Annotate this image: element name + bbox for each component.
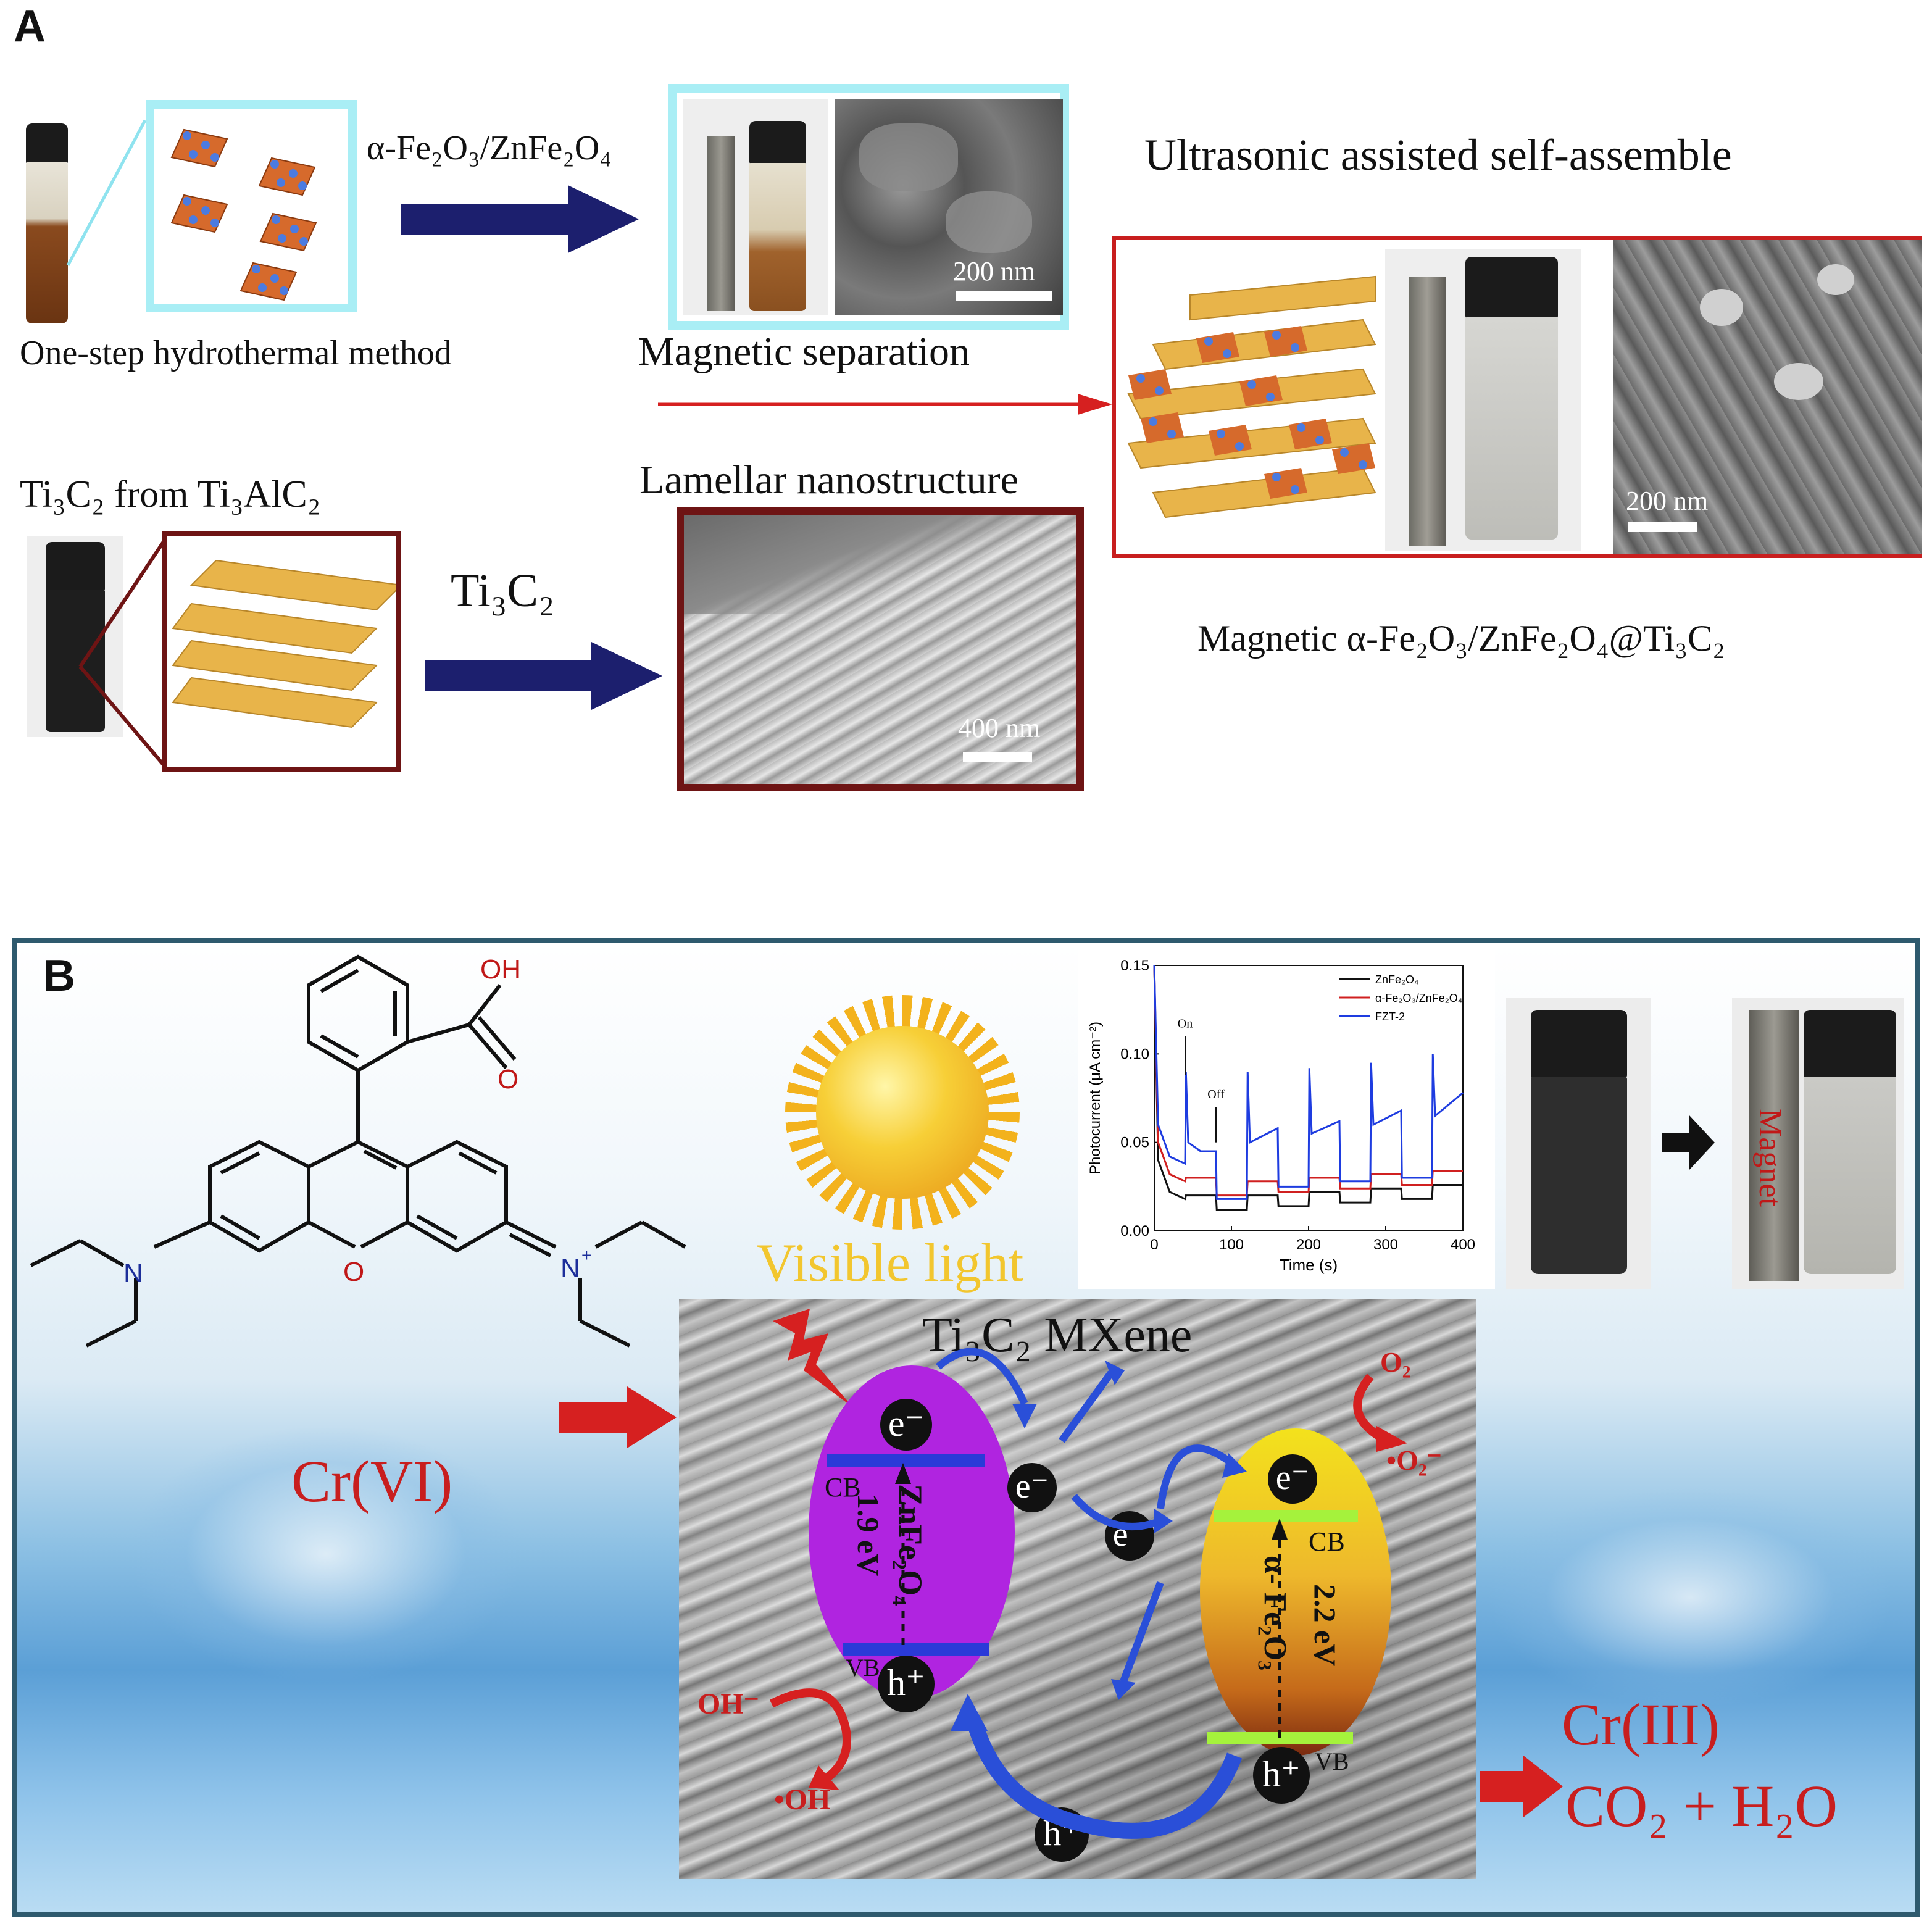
x-tick-label: 100 [1219,1236,1244,1253]
ultrasonic-label: Ultrasonic assisted self-assemble [1144,130,1732,181]
cr3-label: Cr(III) [1562,1690,1720,1759]
annotation-off: Off [1207,1088,1225,1101]
molecule-ring-o: O [343,1257,364,1288]
product-label: Magnetic α-Fe₂O₃/ZnFe₂O₄@Ti₃C₂ [1197,617,1725,660]
scalebar-label-2: 200 nm [1626,485,1708,517]
x-axis-label: Time (s) [1280,1256,1338,1274]
rhodamine-b-structure [12,938,704,1420]
lamellar-label: Lamellar nanostructure [639,457,1018,504]
vial-photo-dispersed [1506,998,1651,1289]
oh-minus-label: OH⁻ [697,1686,759,1721]
x-tick-label: 300 [1373,1236,1398,1253]
sem-image-1: 200 nm [835,99,1063,315]
zoom-lines-1 [62,111,148,296]
ti3c2-arrow-label: Ti₃C₂ [451,564,555,618]
cr6-label: Cr(VI) [291,1447,452,1515]
x-tick-label: 0 [1150,1236,1158,1253]
y-tick-label: 0.00 [1120,1223,1149,1240]
arrow-red-out [1480,1756,1567,1817]
ti3c2-sheets-box [162,531,401,772]
magnetic-separation-box: 200 nm [668,84,1069,330]
oh-reaction-arrow [759,1673,870,1796]
co2-h2o-label: CO₂ + H₂O [1565,1772,1838,1840]
composite-box: 200 nm [1112,236,1922,558]
magnet-label: Magnet [1752,1109,1788,1207]
annotation-on: On [1178,1017,1193,1030]
o2-reaction-arrow [1333,1370,1432,1457]
arrow-navy-1 [401,185,642,253]
y-tick-label: 0.05 [1120,1135,1149,1151]
scalebar-3 [963,752,1032,762]
legend-label-0: ZnFe₂O₄ [1375,973,1418,986]
molecule-n-right: N [560,1253,580,1284]
y-tick-label: 0.10 [1120,1046,1149,1062]
particle-box [146,100,357,312]
sem-image-2: 200 nm [1613,240,1922,554]
legend-label-2: FZT-2 [1375,1011,1405,1023]
arrow-black [1662,1115,1717,1170]
y-axis-label: Photocurrent (μA cm⁻²) [1087,1022,1104,1175]
legend-label-1: α-Fe₂O₃/ZnFe₂O₄ [1375,992,1462,1004]
lamellar-box: 400 nm [677,507,1084,791]
ti3c2-from-label: Ti₃C₂ from Ti₃AlC₂ [20,473,320,517]
sem-image-3: 400 nm [684,515,1076,784]
arrow-navy-2 [425,642,665,710]
x-tick-label: 200 [1296,1236,1321,1253]
sun-icon [785,995,1020,1230]
scalebar-label-1: 200 nm [953,256,1035,287]
scalebar-label-3: 400 nm [958,712,1040,744]
arrow-red-in [559,1386,683,1448]
stacked-sheets [1116,264,1388,548]
panel-a-letter: A [14,1,46,52]
fe-zn-label: α-Fe₂O₃/ZnFe₂O₄ [367,128,612,168]
y-tick-label: 0.15 [1120,957,1149,974]
x-tick-label: 400 [1451,1236,1475,1253]
arrow-red-thin [658,389,1115,420]
scalebar-1 [956,291,1052,301]
molecule-carbonyl-o: O [498,1064,518,1095]
composite-vial-photo [1385,249,1581,551]
scalebar-2 [1628,522,1697,532]
vial-photo-separated: Magnet [1732,998,1904,1289]
molecule-n-left: N [123,1258,143,1289]
molecule-plus: + [581,1246,591,1265]
visible-light-label: Visible light [757,1232,1023,1294]
one-step-label: One-step hydrothermal method [20,333,452,373]
particle-diamonds [172,130,316,300]
zoom-lines-2 [74,531,173,778]
molecule-oh: OH [480,954,521,985]
magnetic-separation-label: Magnetic separation [638,328,970,375]
